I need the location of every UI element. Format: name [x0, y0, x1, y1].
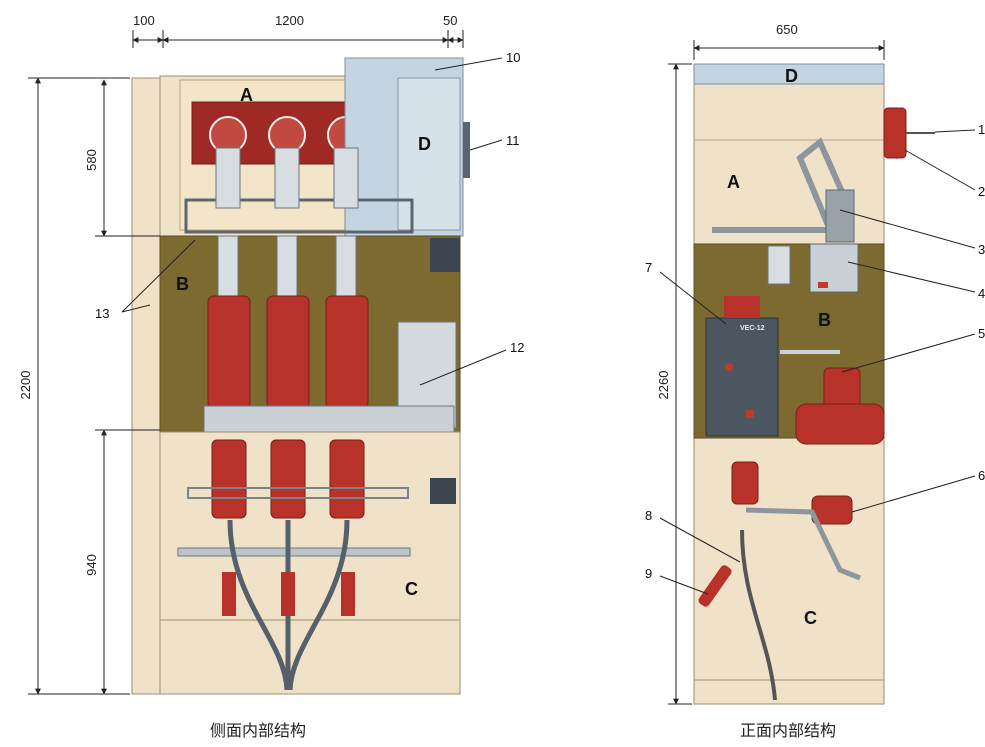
- callout-2: 2: [978, 184, 985, 199]
- callout-3: 3: [978, 242, 985, 257]
- right-breaker-stop: [746, 410, 754, 418]
- dim-left-margin: 100: [133, 13, 155, 28]
- right-surge-arrester: [698, 565, 732, 607]
- right-disconnector-insulator: [825, 189, 855, 243]
- right-zone-d: D: [785, 66, 798, 86]
- left-earthing-switch-box: [430, 478, 456, 504]
- callout-13: 13: [95, 306, 109, 321]
- left-upper-insulators: [215, 147, 359, 299]
- right-view: VEC-12 D A B C 650 2260: [645, 22, 985, 740]
- right-spout: [795, 403, 885, 445]
- dim-left-total-height: 2200: [18, 371, 33, 400]
- left-vertical-dimension-lines: [28, 77, 160, 695]
- left-lower-bushings: [211, 439, 365, 519]
- left-ct-frame: [187, 487, 409, 499]
- right-earthing-switch: [745, 507, 861, 581]
- left-surge-arresters: [222, 572, 355, 616]
- right-zone-b: B: [818, 310, 831, 330]
- left-caption: 侧面内部结构: [210, 721, 306, 740]
- right-lower-bushing: [731, 461, 759, 505]
- right-breaker-button: [725, 363, 733, 371]
- left-view: A D B C 100 1200 50 2200 580 940: [18, 13, 524, 740]
- right-disconnector-arm: [712, 137, 853, 233]
- callout-11: 11: [506, 133, 520, 148]
- dim-right-width: 650: [776, 22, 798, 37]
- right-post-insulator: [767, 245, 791, 285]
- callout-4: 4: [978, 286, 985, 301]
- callout-12: 12: [510, 340, 524, 355]
- dim-left-bottom-section: 940: [84, 554, 99, 576]
- dim-left-width: 1200: [275, 13, 304, 28]
- right-circuit-breaker: [705, 317, 779, 437]
- left-zone-d: D: [418, 134, 431, 154]
- left-zone-a: A: [240, 85, 253, 105]
- left-zone-c: C: [405, 579, 418, 599]
- right-zone-a: A: [727, 172, 740, 192]
- left-cable-support: [177, 547, 411, 557]
- right-callout-leaders: [659, 129, 976, 595]
- right-compartment-d: [693, 63, 885, 85]
- left-breaker-base: [203, 405, 455, 433]
- dim-right-total-height: 2260: [656, 371, 671, 400]
- right-cable: [740, 529, 777, 701]
- left-d-handle: [463, 122, 470, 178]
- left-vacuum-interrupters: [207, 295, 369, 409]
- right-zone-c: C: [804, 608, 817, 628]
- left-top-dimension-lines: [132, 30, 464, 48]
- right-dimension-lines: [668, 40, 885, 705]
- right-breaker-top-contact: [724, 296, 760, 318]
- left-side-panel: [131, 77, 165, 695]
- callout-10: 10: [506, 50, 520, 65]
- dim-left-top-section: 580: [84, 149, 99, 171]
- left-callout-leaders: [121, 57, 507, 386]
- right-mechanism-panel: [809, 243, 859, 293]
- right-indicator: [818, 282, 828, 288]
- left-aux-box: [430, 238, 460, 272]
- callout-8: 8: [645, 508, 652, 523]
- left-zone-b: B: [176, 274, 189, 294]
- callout-5: 5: [978, 326, 985, 341]
- breaker-label: VEC-12: [740, 325, 765, 332]
- right-wall-bushing: [883, 107, 907, 159]
- right-caption: 正面内部结构: [740, 721, 836, 740]
- dim-right-margin: 50: [443, 13, 457, 28]
- callout-1: 1: [978, 122, 985, 137]
- callout-7: 7: [645, 260, 652, 275]
- callout-9: 9: [645, 566, 652, 581]
- callout-6: 6: [978, 468, 985, 483]
- left-d-door: [397, 77, 461, 231]
